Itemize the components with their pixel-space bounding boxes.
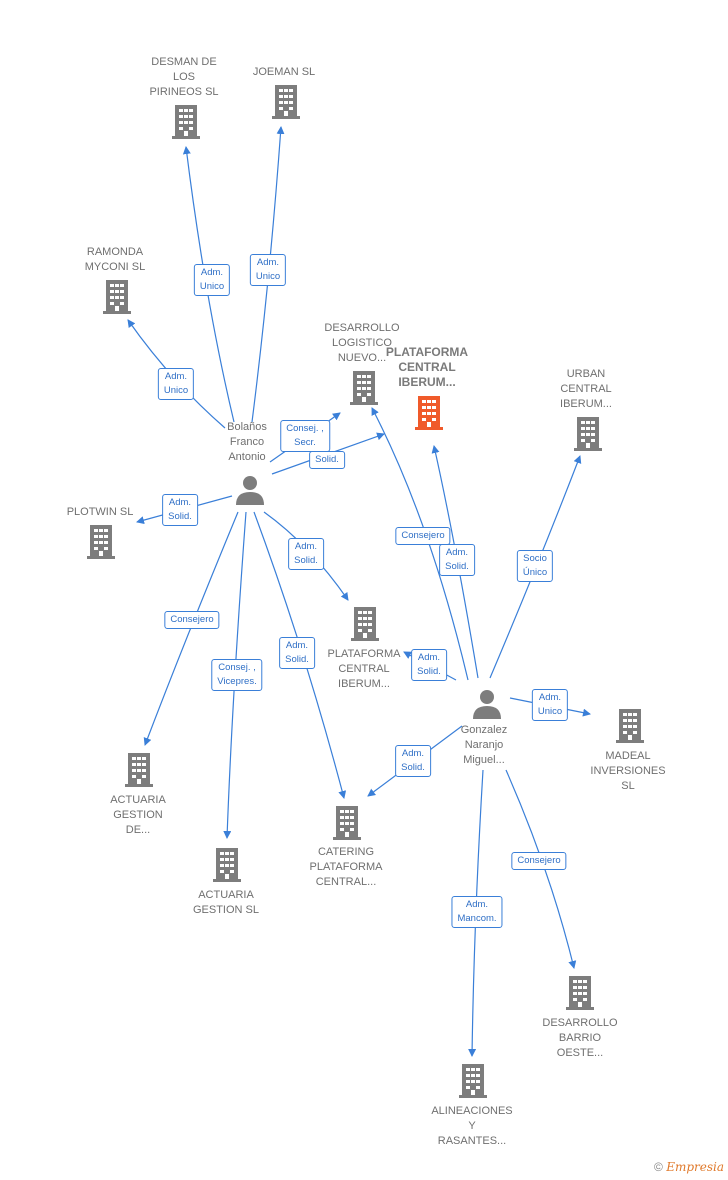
edge-label-bolanos-joeman: Adm. Unico (249, 254, 287, 286)
edge-label-bolanos-plotwin: Adm. Solid. (162, 494, 198, 526)
edge-label-bolanos-plat2: Adm. Solid. (288, 538, 324, 570)
edge-label-bolanos-catering: Adm. Solid. (279, 637, 315, 669)
brand-logo[interactable]: Empresia (666, 1160, 724, 1174)
node-label-actuaria-de[interactable]: ACTUARIA GESTION DE... (110, 794, 166, 836)
copyright-symbol: © (654, 1160, 663, 1174)
edge-label-gonzalez-platmain: Adm. Solid. (439, 544, 475, 576)
edge-label-gonzalez-alineaciones: Adm. Mancom. (451, 896, 503, 928)
building-icon-plotwin[interactable] (86, 524, 116, 560)
edge-label-gonzalez-catering: Adm. Solid. (395, 745, 431, 777)
node-label-desarrollo-barrio[interactable]: DESARROLLO BARRIO OESTE... (542, 1017, 618, 1059)
edge-label-bolanos-actuaria-de: Consejero (164, 611, 220, 629)
building-icon-urban[interactable] (573, 416, 603, 452)
node-label-desman[interactable]: DESMAN DE LOS PIRINEOS SL (149, 56, 219, 98)
building-icon-desarrollo-barrio[interactable] (565, 975, 595, 1011)
node-label-bolanos[interactable]: Bolaños Franco Antonio (227, 421, 267, 463)
edge-label-bolanos-ramonda: Adm. Unico (157, 368, 195, 400)
building-icon-alineaciones[interactable] (458, 1063, 488, 1099)
node-label-gonzalez[interactable]: Gonzalez Naranjo Miguel... (460, 724, 508, 766)
edge-label-gonzalez-barrio: Consejero (511, 852, 567, 870)
building-icon-joeman[interactable] (271, 84, 301, 120)
building-icon-desman[interactable] (171, 104, 201, 140)
node-label-madeal[interactable]: MADEAL INVERSIONES SL (590, 750, 666, 792)
building-icon-actuaria-sl[interactable] (212, 847, 242, 883)
node-label-plataforma-2[interactable]: PLATAFORMA CENTRAL IBERUM... (327, 648, 401, 690)
node-label-ramonda[interactable]: RAMONDA MYCONI SL (84, 246, 146, 273)
building-icon-plataforma-main[interactable] (414, 395, 444, 431)
node-label-plotwin[interactable]: PLOTWIN SL (66, 506, 134, 518)
edge-label-bolanos-deslog-solid: Solid. (309, 451, 345, 469)
node-label-alineaciones[interactable]: ALINEACIONES Y RASANTES... (431, 1105, 513, 1147)
edge-label-bolanos-desman: Adm. Unico (193, 264, 231, 296)
edge-bolanos-actuaria-de (143, 511, 239, 746)
node-label-urban[interactable]: URBAN CENTRAL IBERUM... (560, 368, 612, 410)
person-icon-bolanos[interactable] (234, 474, 266, 506)
edge-label-gonzalez-deslog: Consejero (395, 527, 451, 545)
building-icon-actuaria-de[interactable] (124, 752, 154, 788)
node-label-actuaria-sl[interactable]: ACTUARIA GESTION SL (192, 889, 260, 916)
person-icon-gonzalez[interactable] (471, 688, 503, 720)
node-label-plataforma-main[interactable]: PLATAFORMA CENTRAL IBERUM... (385, 345, 469, 389)
building-icon-madeal[interactable] (615, 708, 645, 744)
node-label-joeman[interactable]: JOEMAN SL (252, 66, 316, 78)
edge-label-bolanos-deslog-consej: Consej. , Secr. (280, 420, 330, 452)
footer-brand[interactable]: © Empresia (654, 1160, 724, 1174)
building-icon-plataforma-2[interactable] (350, 606, 380, 642)
node-label-catering[interactable]: CATERING PLATAFORMA CENTRAL... (309, 846, 383, 888)
building-icon-ramonda[interactable] (102, 279, 132, 315)
node-label-desarrollo-logistico[interactable]: DESARROLLO LOGISTICO NUEVO... (324, 322, 400, 364)
edge-label-bolanos-actuaria-sl: Consej. , Vicepres. (211, 659, 263, 691)
edge-label-gonzalez-plat2: Adm. Solid. (411, 649, 447, 681)
edge-label-gonzalez-urban: Socio Único (516, 550, 554, 582)
edge-label-gonzalez-madeal: Adm. Unico (531, 689, 569, 721)
building-icon-catering[interactable] (332, 805, 362, 841)
